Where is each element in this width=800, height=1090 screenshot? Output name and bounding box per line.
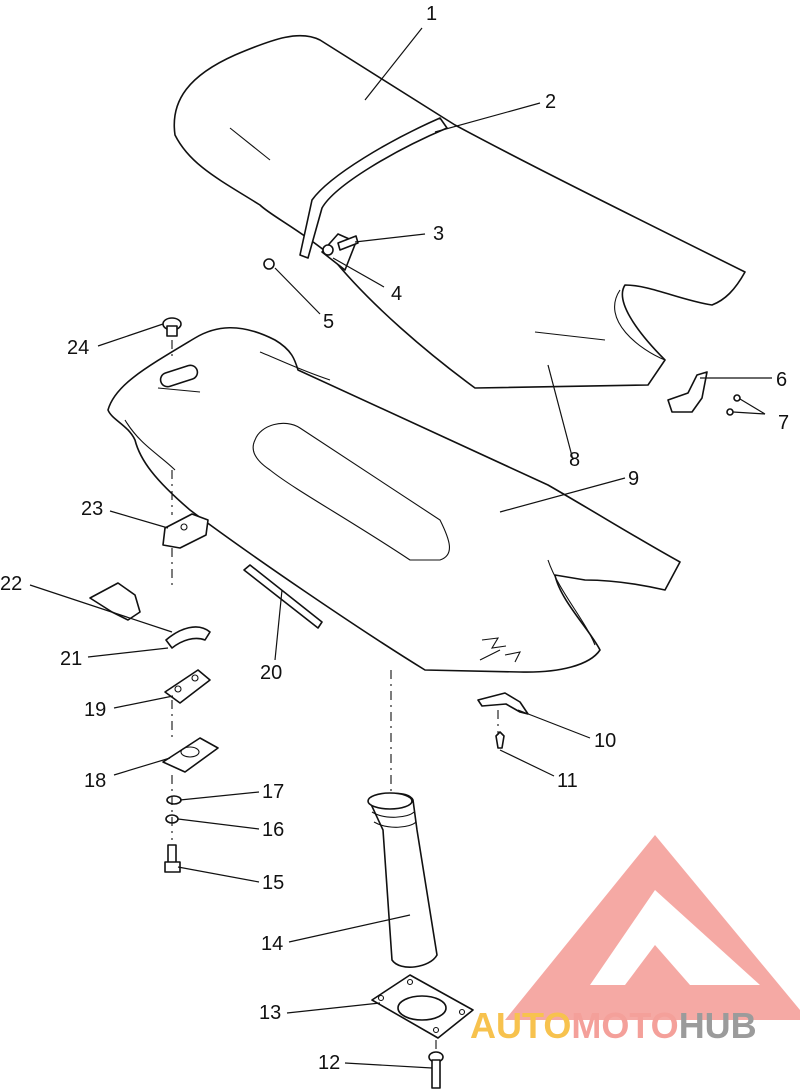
foam-strip [243, 564, 323, 629]
screw-7b [726, 408, 734, 416]
seat-strap [299, 117, 448, 259]
latch-plate [164, 669, 211, 704]
seat-base-outline [107, 326, 681, 673]
screw-7a [733, 394, 741, 402]
callout-23: 23 [81, 498, 103, 520]
nut-5 [263, 258, 275, 270]
callout-12: 12 [318, 1052, 340, 1074]
callout-2: 2 [545, 91, 556, 113]
seat-base-slot [159, 364, 199, 388]
callout-20: 20 [260, 662, 282, 684]
latch-block [162, 513, 209, 549]
callout-7: 7 [778, 412, 789, 434]
screw-11 [495, 731, 505, 749]
seat-base-marking [479, 637, 521, 663]
callout-11: 11 [557, 770, 578, 792]
callout-18: 18 [84, 770, 106, 792]
seat-cushion [173, 34, 746, 389]
bracket-10 [477, 692, 529, 715]
latch-spring [165, 626, 211, 649]
callout-8: 8 [569, 449, 580, 471]
callout-9: 9 [628, 468, 639, 490]
watermark-triangle-mark [505, 835, 800, 1020]
callout-14: 14 [261, 933, 283, 955]
screw-3 [337, 235, 359, 251]
intake-duct [367, 792, 438, 968]
callout-17: 17 [262, 781, 284, 803]
push-rivet [162, 317, 182, 337]
hinge-clip [667, 371, 708, 413]
callout-labels: 1 2 3 4 5 6 7 8 9 10 11 12 13 14 15 16 1… [0, 3, 789, 1074]
callout-16: 16 [262, 819, 284, 841]
leader-lines [29, 27, 772, 1069]
washer-4 [322, 244, 334, 256]
automotohub-watermark: AUTOMOTOHUB [470, 835, 800, 1046]
callout-21: 21 [60, 648, 82, 670]
callout-22: 22 [0, 573, 22, 595]
watermark-text: AUTOMOTOHUB [470, 1005, 757, 1046]
latch-clip [89, 582, 141, 621]
seat-cushion-outline [173, 34, 746, 389]
mount-plate [162, 737, 219, 773]
bolt-15 [164, 844, 181, 873]
callout-6: 6 [776, 369, 787, 391]
callout-5: 5 [323, 311, 334, 333]
washer-17 [166, 795, 182, 805]
callout-15: 15 [262, 872, 284, 894]
callout-13: 13 [259, 1002, 281, 1024]
duct-flange [371, 974, 474, 1039]
callout-4: 4 [391, 283, 402, 305]
callout-3: 3 [433, 223, 444, 245]
callout-10: 10 [594, 730, 616, 752]
screw-12 [428, 1051, 444, 1089]
callout-24: 24 [67, 337, 89, 359]
callout-19: 19 [84, 699, 106, 721]
callout-1: 1 [426, 3, 437, 25]
seat-base [107, 326, 681, 673]
